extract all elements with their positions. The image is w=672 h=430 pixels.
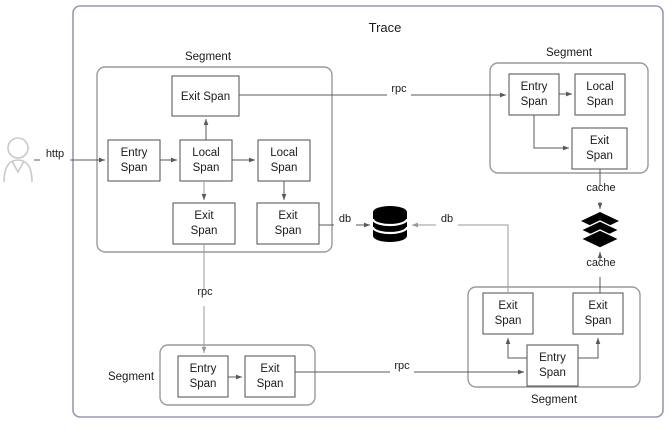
span-label-line2: Span — [275, 225, 302, 237]
span-label-line2: Span — [495, 315, 522, 327]
trace-boundary — [72, 5, 664, 418]
span-label-line1: Exit — [260, 363, 280, 375]
span-label-line2: Span — [587, 96, 614, 108]
edge-label-cache-top: cache — [586, 182, 615, 194]
edge-label-rpc-down: rpc — [197, 286, 213, 298]
edge-rpc-bottom-label-bg — [390, 364, 414, 380]
span-label-line1: Entry — [121, 147, 148, 159]
span-label-line1: Entry — [190, 363, 217, 375]
span-s3-entry[interactable]: Entry Span — [177, 355, 229, 398]
span-label-line2: Span — [539, 367, 566, 379]
edge-rpc-top-label-bg — [387, 87, 411, 103]
span-s1-exit-b[interactable]: Exit Span — [256, 202, 320, 245]
span-label-line2: Span — [191, 225, 218, 237]
segment-top-right-boundary — [489, 62, 649, 174]
span-s4-entry[interactable]: Entry Span — [526, 344, 579, 387]
span-label-line2: Span — [193, 162, 220, 174]
span-label-line1: Exit — [194, 210, 214, 222]
database-icon — [371, 206, 409, 242]
edge-rpc-down-label-bg — [192, 290, 218, 306]
span-s1-exit-top[interactable]: Exit Span — [171, 75, 240, 117]
edge-label-db-left: db — [339, 213, 351, 225]
edge-label-db-right: db — [441, 213, 453, 225]
edge-label-rpc-bottom: rpc — [394, 360, 410, 372]
span-s4-exit-right[interactable]: Exit Span — [572, 292, 624, 335]
span-label-line1: Entry — [521, 81, 548, 93]
span-s3-exit[interactable]: Exit Span — [244, 355, 296, 398]
span-label-line1: Exit — [588, 300, 608, 312]
span-label-line2: Span — [585, 315, 612, 327]
span-label-line1: Local — [192, 147, 220, 159]
segment-bottom-right-label: Segment — [531, 394, 578, 406]
user-actor-icon — [3, 137, 33, 183]
diagram-title: Trace — [369, 20, 402, 35]
edge-s2-entry-to-exit — [533, 115, 570, 151]
edge-db-right — [411, 222, 509, 293]
edge-label-cache-bottom: cache — [586, 257, 615, 269]
span-label: Exit Span — [181, 91, 230, 103]
span-label-line2: Span — [271, 162, 298, 174]
span-label-line1: Exit — [498, 300, 518, 312]
span-label-line1: Local — [270, 147, 298, 159]
span-s2-entry[interactable]: Entry Span — [508, 73, 560, 116]
cache-icon — [579, 212, 621, 249]
span-s1-exit-a[interactable]: Exit Span — [172, 202, 236, 245]
span-s2-local[interactable]: Local Span — [574, 73, 626, 116]
edge-cache-top-label-bg — [584, 186, 618, 202]
edge-http-label-bg — [40, 152, 70, 168]
edge-label-rpc-top: rpc — [391, 83, 407, 95]
span-label-line2: Span — [586, 150, 613, 162]
span-label-line1: Exit — [278, 210, 298, 222]
span-s1-entry[interactable]: Entry Span — [107, 139, 161, 182]
span-s2-exit[interactable]: Exit Span — [571, 127, 628, 170]
span-s4-exit-left[interactable]: Exit Span — [482, 292, 534, 335]
edge-cache-bottom-label-bg — [584, 261, 618, 277]
edge-s4-entry-to-exit-left — [505, 337, 527, 359]
edge-label-http: http — [46, 148, 64, 160]
span-label-line1: Exit — [590, 135, 610, 147]
edge-db-right-label-bg — [436, 217, 458, 233]
segment-top-right-label: Segment — [546, 47, 593, 59]
span-label-line1: Entry — [539, 352, 566, 364]
segment-bottom-right-boundary — [467, 286, 641, 388]
span-label-line1: Local — [586, 81, 614, 93]
edge-s4-entry-to-exit-right — [578, 337, 601, 359]
segment-bottom-left-boundary — [159, 344, 316, 406]
segment-left-label: Segment — [185, 51, 232, 63]
edge-db-left-label-bg — [334, 217, 356, 233]
span-label-line2: Span — [190, 378, 217, 390]
span-label-line2: Span — [257, 378, 284, 390]
span-s1-local2[interactable]: Local Span — [257, 139, 311, 182]
span-s1-local1[interactable]: Local Span — [179, 139, 233, 182]
segment-bottom-left-label: Segment — [108, 371, 155, 383]
span-label-line2: Span — [121, 162, 148, 174]
span-label-line2: Span — [521, 96, 548, 108]
